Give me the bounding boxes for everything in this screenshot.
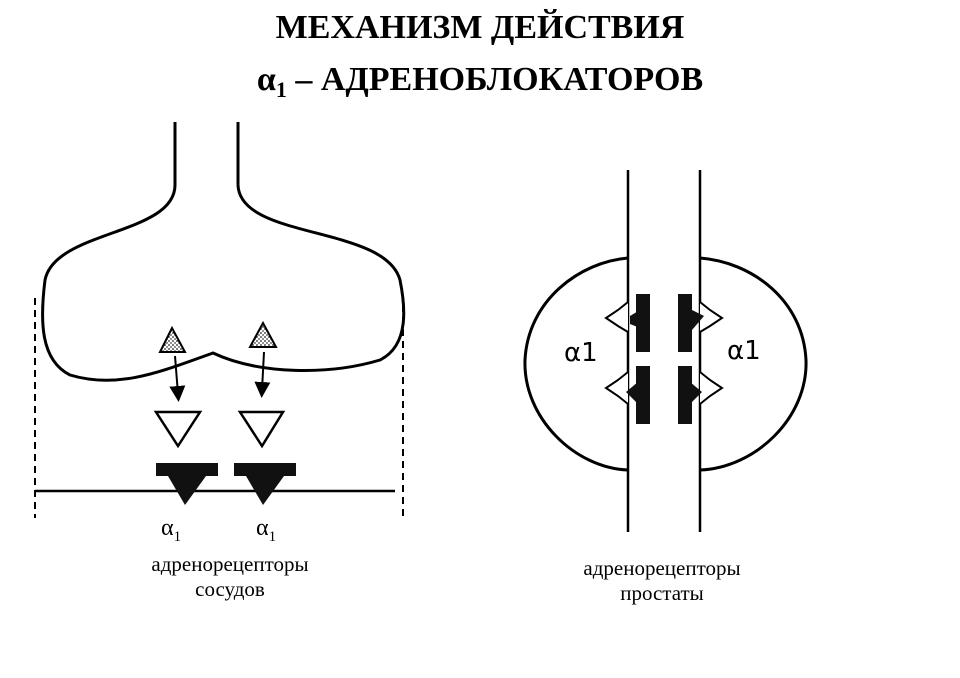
title-text-2: – АДРЕНОБЛОКАТОРОВ xyxy=(286,61,704,98)
alpha1-label-left-1: α1 xyxy=(161,515,182,545)
prostate-caption-line-1: адренорецепторы xyxy=(583,556,741,580)
title-alpha: α xyxy=(256,61,276,98)
vessel-caption-line-2: сосудов xyxy=(195,577,265,601)
title-text-1: МЕХАНИЗМ ДЕЙСТВИЯ xyxy=(275,9,685,46)
neurotransmitter-molecule-1 xyxy=(158,325,187,353)
alpha1-label-left-2: α1 xyxy=(256,515,277,545)
receptor-site-left xyxy=(604,294,650,424)
title-line-1: МЕХАНИЗМ ДЕЙСТВИЯ xyxy=(0,8,960,48)
prostate-membrane-left xyxy=(523,170,630,532)
prostate-caption-line-2: простаты xyxy=(620,581,704,605)
presynaptic-terminal xyxy=(41,122,406,382)
neurotransmitter-molecule-2 xyxy=(248,320,278,348)
blocker-molecule-2 xyxy=(237,410,286,449)
blocker-molecule-1 xyxy=(153,410,203,449)
title-line-2: α1 – АДРЕНОБЛОКАТОРОВ xyxy=(0,60,960,103)
alpha1-receptor-vessel-2 xyxy=(234,463,296,505)
vessel-caption-line-1: адренорецепторы xyxy=(151,552,309,576)
release-arrow-2 xyxy=(254,351,271,398)
alpha1-receptor-vessel-1 xyxy=(156,463,218,505)
prostate-membrane-right xyxy=(698,170,808,532)
receptor-site-right xyxy=(678,294,724,424)
prostate-receptors-caption: адренорецепторы простаты xyxy=(547,556,777,606)
title-alpha-subscript: 1 xyxy=(275,77,287,102)
release-arrow-1 xyxy=(169,355,186,402)
vessel-receptors-caption: адренорецепторы сосудов xyxy=(115,552,345,602)
alpha1-label-prostate-right: α1 xyxy=(727,336,761,366)
alpha1-label-prostate-left: α1 xyxy=(564,338,598,368)
